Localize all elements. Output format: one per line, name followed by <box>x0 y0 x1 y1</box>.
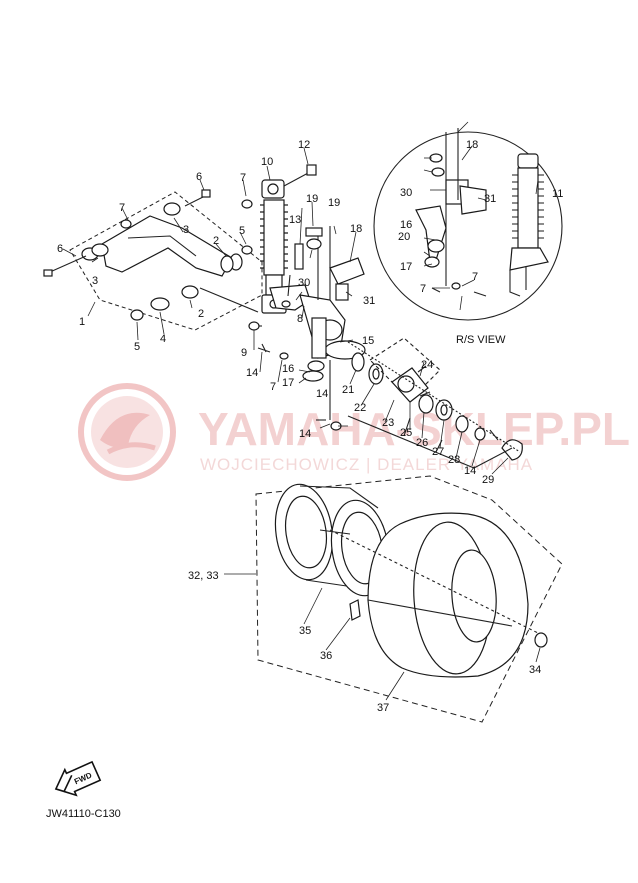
callout-label: 18 <box>466 139 478 151</box>
callout-label: 7 <box>472 271 478 283</box>
callout-label: 2 <box>213 235 219 247</box>
callout-label: 30 <box>298 277 310 289</box>
callout-label: 32, 33 <box>188 570 219 582</box>
callout-label: 28 <box>448 454 460 466</box>
inset-caption: R/S VIEW <box>456 334 506 346</box>
knuckle-assembly <box>248 226 366 431</box>
callout-label: 6 <box>196 171 202 183</box>
callout-label: 4 <box>160 333 166 345</box>
callout-label: 9 <box>241 347 247 359</box>
leader-lines <box>62 121 541 701</box>
callout-label: 18 <box>350 223 362 235</box>
callout-label: 23 <box>382 417 394 429</box>
a-arm-assembly <box>43 189 263 331</box>
hub-assembly <box>347 337 523 469</box>
callout-label: 30 <box>400 187 412 199</box>
callout-label: 13 <box>289 214 301 226</box>
callout-label: 29 <box>482 474 494 486</box>
callout-label: 14 <box>464 465 476 477</box>
callout-label: 26 <box>416 437 428 449</box>
callout-label: 11 <box>552 188 563 200</box>
callout-label: 37 <box>377 702 389 714</box>
callout-label: 17 <box>282 377 294 389</box>
figure-code: JW41110-C130 <box>46 808 121 820</box>
callout-label: 5 <box>239 225 245 237</box>
callout-label: 31 <box>363 295 375 307</box>
callout-label: 20 <box>398 231 410 243</box>
watermark-brand: YAMAHA-SKLEP.PL <box>198 403 630 455</box>
callout-label: 12 <box>298 139 310 151</box>
wheel-tire-assembly <box>255 475 563 723</box>
callout-label: 36 <box>320 650 332 662</box>
callout-label: 25 <box>400 427 412 439</box>
callout-label: 15 <box>362 335 374 347</box>
callout-label: 35 <box>299 625 311 637</box>
callout-label: 6 <box>57 243 63 255</box>
callout-label: 2 <box>198 308 204 320</box>
callout-label: 8 <box>297 313 303 325</box>
callout-label: 14 <box>246 367 258 379</box>
callout-label: 3 <box>183 224 189 236</box>
rs-view-inset <box>373 128 563 321</box>
callout-label: 7 <box>240 172 246 184</box>
callout-label: 34 <box>529 664 541 676</box>
callout-label: 21 <box>342 384 354 396</box>
callout-label: 5 <box>134 341 140 353</box>
callout-label: 22 <box>354 402 366 414</box>
callout-label: 16 <box>282 363 294 375</box>
callout-label: 19 <box>328 197 340 209</box>
callout-label: 17 <box>400 261 412 273</box>
callout-label: 10 <box>261 156 273 168</box>
callout-label: 7 <box>420 283 426 295</box>
callout-label: 1 <box>79 316 85 328</box>
watermark: YAMAHA-SKLEP.PL WOJCIECHOWICZ | DEALER Y… <box>78 383 630 481</box>
callout-labels: 1 2 2 3 3 4 5 5 6 6 7 7 7 7 7 8 9 10 11 … <box>57 139 563 714</box>
fwd-arrow-icon: FWD <box>54 760 102 797</box>
callout-label: 7 <box>119 202 125 214</box>
callout-label: 31 <box>484 193 496 205</box>
watermark-logo-icon <box>78 383 176 481</box>
callout-label: 14 <box>299 428 311 440</box>
callout-label: 19 <box>306 193 318 205</box>
watermark-tagline: WOJCIECHOWICZ | DEALER YAMAHA <box>200 455 533 474</box>
callout-label: 3 <box>92 275 98 287</box>
callout-label: 14 <box>316 388 328 400</box>
callout-label: 27 <box>432 446 444 458</box>
callout-label: 16 <box>400 219 412 231</box>
callout-label: 7 <box>270 381 276 393</box>
callout-label: 24 <box>421 359 433 371</box>
